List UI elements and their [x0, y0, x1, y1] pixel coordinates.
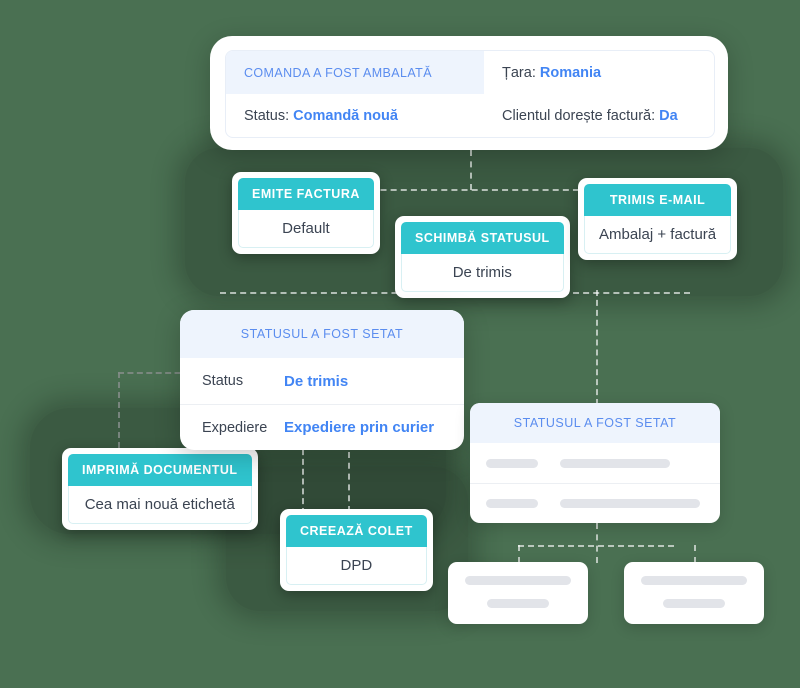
status-row-value: Expediere prin curier — [284, 419, 435, 436]
status-set-row: Status De trimis — [180, 358, 464, 404]
status-set-header: STATUSUL A FOST SETAT — [180, 310, 464, 358]
action-card-emite-factura[interactable]: EMITE FACTURA Default — [232, 172, 380, 254]
invoice-label: Clientul dorește factură: — [502, 107, 656, 124]
order-invoice-cell: Clientul dorește factură: Da — [484, 108, 714, 124]
order-status-cell: Status: Comandă nouă — [226, 108, 484, 124]
connector-left-horizontal — [118, 372, 190, 374]
status-row-key: Expediere — [202, 419, 268, 436]
skeleton-row — [470, 483, 720, 523]
connector-row-horizontal — [340, 189, 660, 191]
connector-to-skeleton — [596, 290, 598, 405]
country-label: Țara: — [502, 64, 536, 81]
skeleton-bar-key — [486, 458, 538, 468]
action-card-value: DPD — [286, 547, 427, 585]
connector-left-vertical — [118, 372, 120, 468]
connector-colet-feed — [348, 452, 350, 512]
skeleton-bar-line-1 — [465, 576, 571, 585]
status-set-title: STATUSUL A FOST SETAT — [240, 327, 404, 341]
connector-colet-down — [302, 400, 304, 514]
skeleton-bar-key — [486, 499, 538, 508]
invoice-value: Da — [659, 107, 678, 124]
skeleton-card-left — [448, 562, 588, 624]
country-value: Romania — [539, 64, 602, 81]
skeleton-bar-line-1 — [641, 576, 747, 585]
order-info-row-status: Status: Comandă nouă Clientul dorește fa… — [226, 94, 714, 137]
action-card-title: TRIMIS E-MAIL — [584, 184, 732, 216]
skeleton-bar-line-2 — [487, 599, 549, 608]
order-country-cell: Țara: Romania — [484, 65, 714, 81]
skeleton-bar-value — [560, 499, 700, 508]
action-card-title: CREEAZĂ COLET — [286, 515, 427, 547]
action-card-value: Cea mai nouă etichetă — [68, 486, 252, 524]
action-card-imprima-documentul[interactable]: IMPRIMĂ DOCUMENTUL Cea mai nouă etichetă — [62, 448, 258, 530]
connector-skel-a — [518, 545, 520, 563]
action-card-value: Default — [238, 210, 374, 248]
status-row-value: De trimis — [284, 372, 349, 390]
order-summary-panel: COMANDA A FOST AMBALATĂ Țara: Romania St… — [210, 36, 728, 150]
skeleton-bar-value — [560, 458, 670, 468]
action-card-trimis-email[interactable]: TRIMIS E-MAIL Ambalaj + factură — [578, 178, 738, 260]
connector-top-vertical — [470, 150, 472, 190]
status-set-skeleton-panel: STATUSUL A FOST SETAT — [470, 403, 720, 523]
status-value: Comandă nouă — [293, 107, 398, 124]
order-badge-label: COMANDA A FOST AMBALATĂ — [244, 65, 432, 80]
action-card-title: IMPRIMĂ DOCUMENTUL — [68, 454, 252, 486]
connector-skeleton-down — [596, 523, 598, 563]
status-set-row: Expediere Expediere prin curier — [180, 404, 464, 450]
action-card-title: SCHIMBĂ STATUSUL — [401, 222, 564, 254]
action-card-title: EMITE FACTURA — [238, 178, 374, 210]
skeleton-card-right — [624, 562, 764, 624]
skeleton-row — [470, 443, 720, 483]
order-info-card: COMANDA A FOST AMBALATĂ Țara: Romania St… — [225, 50, 715, 138]
skeleton-panel-title: STATUSUL A FOST SETAT — [513, 416, 677, 430]
skeleton-panel-header: STATUSUL A FOST SETAT — [470, 403, 720, 443]
action-card-creeaza-colet[interactable]: CREEAZĂ COLET DPD — [280, 509, 433, 591]
status-set-panel: STATUSUL A FOST SETAT Status De trimis E… — [180, 310, 464, 450]
action-card-schimba-statusul[interactable]: SCHIMBĂ STATUSUL De trimis — [395, 216, 570, 298]
order-info-row-header: COMANDA A FOST AMBALATĂ Țara: Romania — [226, 51, 714, 94]
connector-skeleton-split — [518, 545, 674, 547]
skeleton-bar-line-2 — [663, 599, 725, 608]
order-status-badge: COMANDA A FOST AMBALATĂ — [226, 51, 484, 94]
status-label: Status: — [244, 107, 290, 124]
connector-skel-b — [694, 545, 696, 563]
status-row-key: Status — [202, 373, 244, 389]
action-card-value: De trimis — [401, 254, 564, 292]
action-card-value: Ambalaj + factură — [584, 216, 732, 254]
